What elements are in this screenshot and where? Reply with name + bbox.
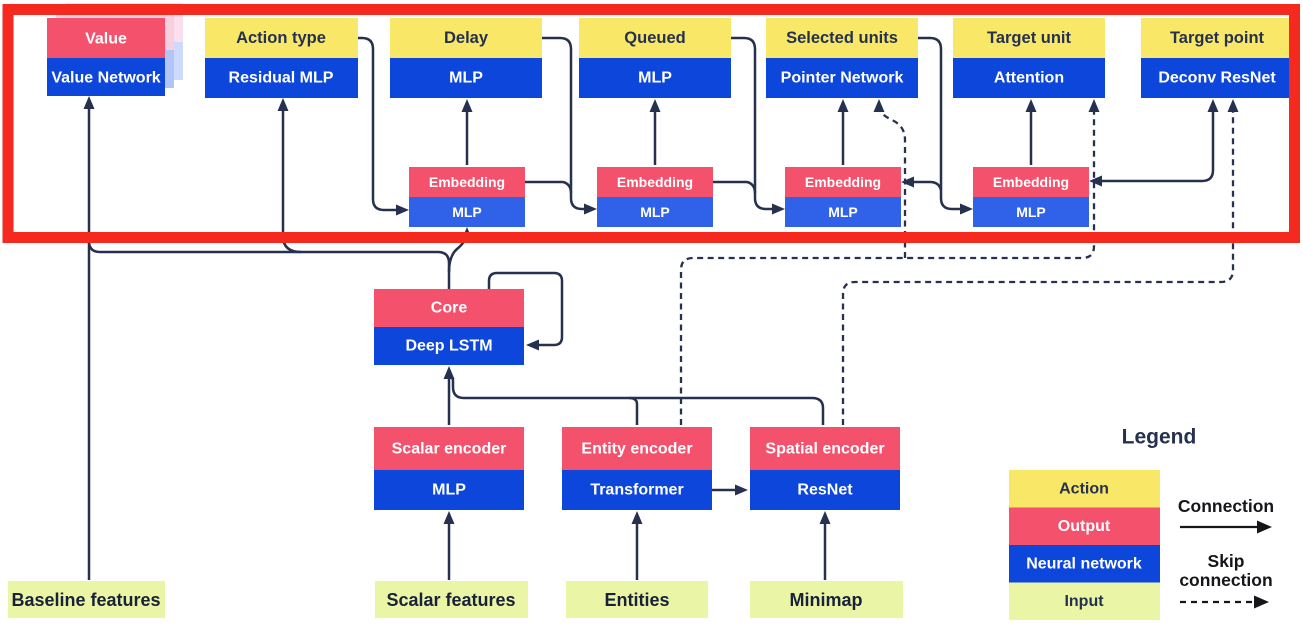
node-value: Value Value Network [47, 3, 183, 96]
legend-skip-label-line1: Skip [1208, 551, 1245, 571]
entity-encoder-label: Entity encoder [581, 441, 692, 458]
target-unit-label: Target unit [987, 29, 1072, 47]
legend-swatch-neural-network [1009, 545, 1160, 583]
node-embedding-2: Embedding MLP [597, 167, 713, 227]
core-label: Core [431, 300, 468, 317]
node-action-type: Action type Residual MLP [205, 18, 358, 98]
resnet-label: ResNet [797, 482, 853, 499]
residual-mlp-label: Residual MLP [229, 70, 334, 87]
legend-skip-label-line2: connection [1179, 570, 1272, 590]
node-target-unit: Target unit Attention [953, 18, 1105, 98]
action-type-label: Action type [236, 29, 326, 47]
skip-connections [679, 107, 1235, 425]
node-scalar-encoder: Scalar encoder MLP [374, 427, 524, 510]
node-core: Core Deep LSTM [374, 289, 524, 365]
highlight-rectangle [2, 4, 1300, 243]
embedding-3-mlp-label: MLP [828, 204, 858, 220]
legend-input-label: Input [1064, 593, 1104, 610]
node-scalar-features: Scalar features [375, 581, 528, 618]
target-point-label: Target point [1170, 29, 1265, 47]
node-embedding-3: Embedding MLP [785, 167, 901, 227]
selected-units-label: Selected units [786, 29, 898, 47]
node-entities: Entities [566, 581, 708, 618]
attention-label: Attention [994, 70, 1064, 87]
queued-label: Queued [624, 29, 685, 47]
spatial-encoder-label: Spatial encoder [765, 441, 884, 458]
node-embedding-1: Embedding MLP [409, 167, 525, 227]
delay-label: Delay [444, 29, 489, 47]
embedding-1-label: Embedding [429, 174, 505, 190]
legend-output-label: Output [1058, 518, 1111, 535]
value-network-label: Value Network [51, 70, 160, 87]
legend: Legend Action Output Neural network Inpu… [1009, 426, 1274, 620]
legend-action-label: Action [1059, 481, 1109, 498]
solid-connections [87, 36, 1215, 580]
embedding-2-label: Embedding [617, 174, 693, 190]
embedding-1-mlp-label: MLP [452, 204, 482, 220]
legend-title: Legend [1122, 426, 1197, 449]
scalar-features-label: Scalar features [386, 590, 515, 610]
node-embedding-4: Embedding MLP [973, 167, 1089, 227]
baseline-features-label: Baseline features [11, 590, 160, 610]
deep-lstm-label: Deep LSTM [405, 338, 492, 355]
node-target-point: Target point Deconv ResNet [1141, 18, 1293, 98]
node-baseline-features: Baseline features [8, 581, 165, 618]
legend-neural-network-label: Neural network [1026, 556, 1142, 573]
node-queued: Queued MLP [579, 18, 731, 98]
transformer-label: Transformer [590, 482, 683, 499]
value-output-label: Value [85, 31, 127, 48]
legend-connection-label: Connection [1178, 496, 1274, 516]
minimap-label: Minimap [789, 590, 862, 610]
pointer-network-label: Pointer Network [781, 70, 904, 87]
embedding-4-mlp-label: MLP [1016, 204, 1046, 220]
embedding-3-label: Embedding [805, 174, 881, 190]
scalar-encoder-label: Scalar encoder [392, 441, 507, 458]
embedding-4-label: Embedding [993, 174, 1069, 190]
node-selected-units: Selected units Pointer Network [766, 18, 918, 98]
scalar-mlp-label: MLP [432, 482, 466, 499]
node-delay: Delay MLP [390, 18, 542, 98]
node-spatial-encoder: Spatial encoder ResNet [750, 427, 900, 510]
legend-swatch-input [1009, 582, 1160, 620]
deconv-resnet-label: Deconv ResNet [1158, 70, 1276, 87]
arrowheads [83, 96, 1239, 524]
node-entity-encoder: Entity encoder Transformer [562, 427, 712, 510]
legend-swatch-action [1009, 470, 1160, 508]
delay-mlp-label: MLP [449, 70, 483, 87]
queued-mlp-label: MLP [638, 70, 672, 87]
embedding-2-mlp-label: MLP [640, 204, 670, 220]
legend-swatch-output [1009, 507, 1160, 545]
node-minimap: Minimap [750, 581, 903, 618]
entities-label: Entities [604, 590, 669, 610]
